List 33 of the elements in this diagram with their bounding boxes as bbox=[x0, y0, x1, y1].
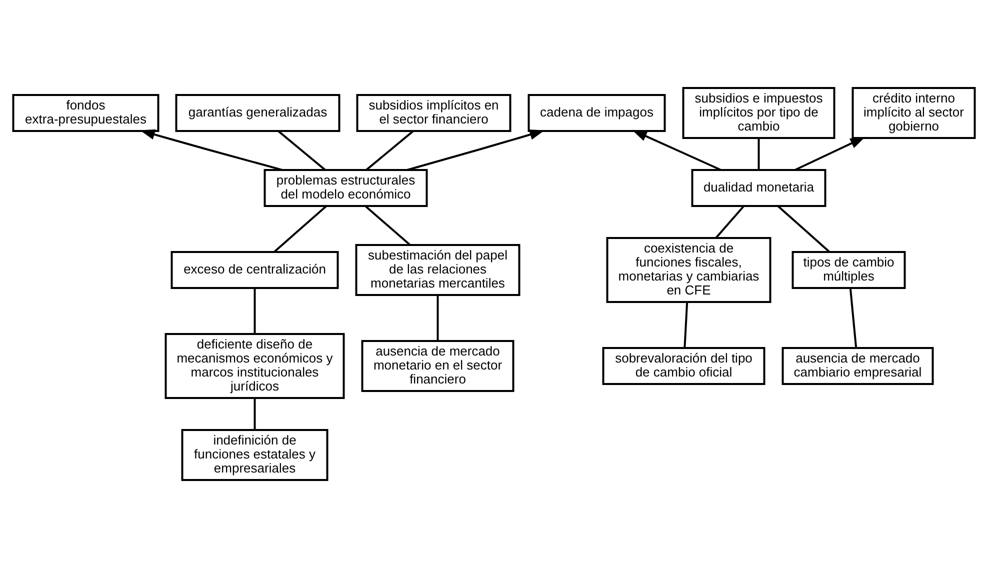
node-box: crédito interno implícito al sector gobierno bbox=[851, 87, 976, 139]
node-box: indefinición de funciones estatales y empresariales bbox=[180, 429, 328, 481]
connector bbox=[848, 288, 857, 348]
node-box: fondos extra-presupuestales bbox=[12, 94, 159, 132]
arrow bbox=[631, 130, 721, 171]
node-box: problemas estructurales del modelo económico bbox=[263, 169, 428, 207]
arrow bbox=[406, 130, 544, 171]
connector bbox=[364, 206, 410, 246]
connector bbox=[272, 206, 326, 253]
node-box: tipos de cambio múltiples bbox=[791, 251, 906, 289]
node-box: cadena de impagos bbox=[527, 94, 666, 132]
connector bbox=[436, 295, 438, 341]
connector bbox=[365, 130, 414, 171]
connector bbox=[757, 138, 760, 170]
node-box: subestimación del papel de las relaciones monetarias mercantiles bbox=[354, 244, 520, 296]
node-box: garantías generalizadas bbox=[174, 94, 340, 132]
node-box: exceso de centralización bbox=[170, 251, 338, 289]
connector bbox=[253, 398, 256, 430]
connector bbox=[683, 302, 688, 348]
arrow bbox=[794, 136, 865, 171]
node-box: dualidad monetaria bbox=[690, 169, 826, 207]
node-box: ausencia de mercado cambiario empresarial bbox=[781, 347, 934, 385]
connector bbox=[253, 288, 256, 334]
connector bbox=[714, 206, 744, 238]
node-box: coexistencia de funciones fiscales, monetarias y cambiarias en CFE bbox=[606, 237, 771, 303]
arrow bbox=[139, 129, 282, 171]
node-box: sobrevaloración del tipo de cambio oficial bbox=[602, 347, 765, 385]
node-box: ausencia de mercado monetario en el sector financiero bbox=[360, 340, 514, 392]
node-box: deficiente diseño de mecanismos económicos y marcos institucionales jurídicos bbox=[164, 333, 344, 399]
node-box: subsidios e impuestos implícitos por tipo de cambio bbox=[682, 87, 835, 139]
node-box: subsidios implícitos en el sector financiero bbox=[356, 94, 511, 132]
connector bbox=[777, 206, 830, 253]
connector bbox=[277, 130, 326, 171]
